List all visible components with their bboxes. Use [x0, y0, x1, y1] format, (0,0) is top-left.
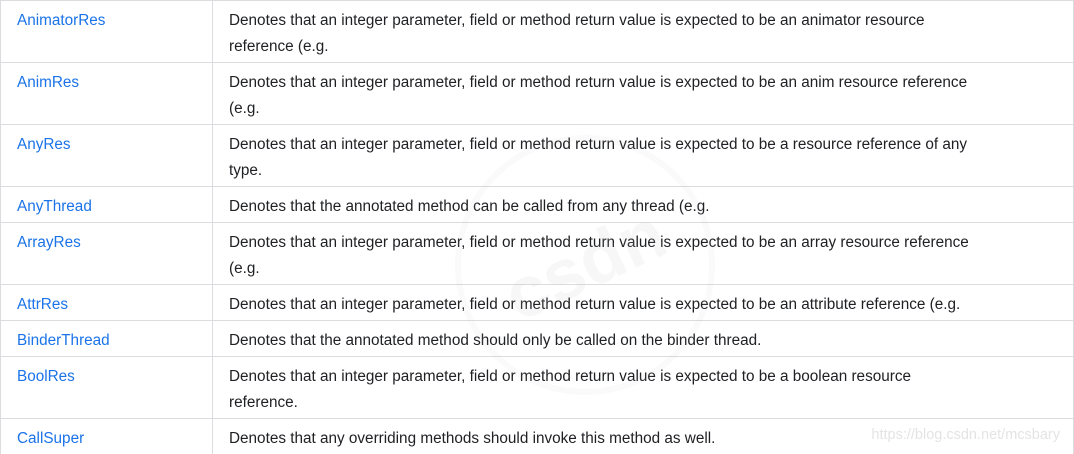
- annotation-link[interactable]: ArrayRes: [17, 234, 81, 251]
- annotation-name-cell: AnyThread: [0, 186, 213, 223]
- table-row: AnimatorRes Denotes that an integer para…: [0, 0, 1074, 63]
- annotation-link[interactable]: BoolRes: [17, 368, 75, 385]
- annotation-link[interactable]: AnyThread: [17, 198, 92, 215]
- table-row: CallSuper Denotes that any overriding me…: [0, 418, 1074, 454]
- annotation-description: Denotes that any overriding methods shou…: [212, 418, 1074, 454]
- annotation-description: Denotes that the annotated method should…: [212, 320, 1074, 357]
- annotation-name-cell: AnimRes: [0, 62, 213, 125]
- table-row: AnyRes Denotes that an integer parameter…: [0, 124, 1074, 187]
- annotation-name-cell: CallSuper: [0, 418, 213, 454]
- annotation-name-cell: BoolRes: [0, 356, 213, 419]
- table-row: AnyThread Denotes that the annotated met…: [0, 186, 1074, 223]
- annotation-description: Denotes that an integer parameter, field…: [212, 222, 1074, 285]
- table-row: BinderThread Denotes that the annotated …: [0, 320, 1074, 357]
- annotation-description: Denotes that the annotated method can be…: [212, 186, 1074, 223]
- annotation-description: Denotes that an integer parameter, field…: [212, 62, 1074, 125]
- table-row: AnimRes Denotes that an integer paramete…: [0, 62, 1074, 125]
- table-row: ArrayRes Denotes that an integer paramet…: [0, 222, 1074, 285]
- annotation-description: Denotes that an integer parameter, field…: [212, 356, 1074, 419]
- annotation-link[interactable]: BinderThread: [17, 332, 110, 349]
- table-row: AttrRes Denotes that an integer paramete…: [0, 284, 1074, 321]
- annotation-link[interactable]: AttrRes: [17, 296, 68, 313]
- annotation-link[interactable]: CallSuper: [17, 430, 85, 447]
- annotation-link[interactable]: AnimRes: [17, 74, 80, 91]
- table-row: BoolRes Denotes that an integer paramete…: [0, 356, 1074, 419]
- annotation-description: Denotes that an integer parameter, field…: [212, 124, 1074, 187]
- annotation-name-cell: ArrayRes: [0, 222, 213, 285]
- annotation-description: Denotes that an integer parameter, field…: [212, 284, 1074, 321]
- annotation-name-cell: AnimatorRes: [0, 0, 213, 63]
- annotation-link[interactable]: AnimatorRes: [17, 12, 106, 29]
- annotation-name-cell: AttrRes: [0, 284, 213, 321]
- annotation-description: Denotes that an integer parameter, field…: [212, 0, 1074, 63]
- annotation-name-cell: AnyRes: [0, 124, 213, 187]
- annotation-name-cell: BinderThread: [0, 320, 213, 357]
- annotation-link[interactable]: AnyRes: [17, 136, 71, 153]
